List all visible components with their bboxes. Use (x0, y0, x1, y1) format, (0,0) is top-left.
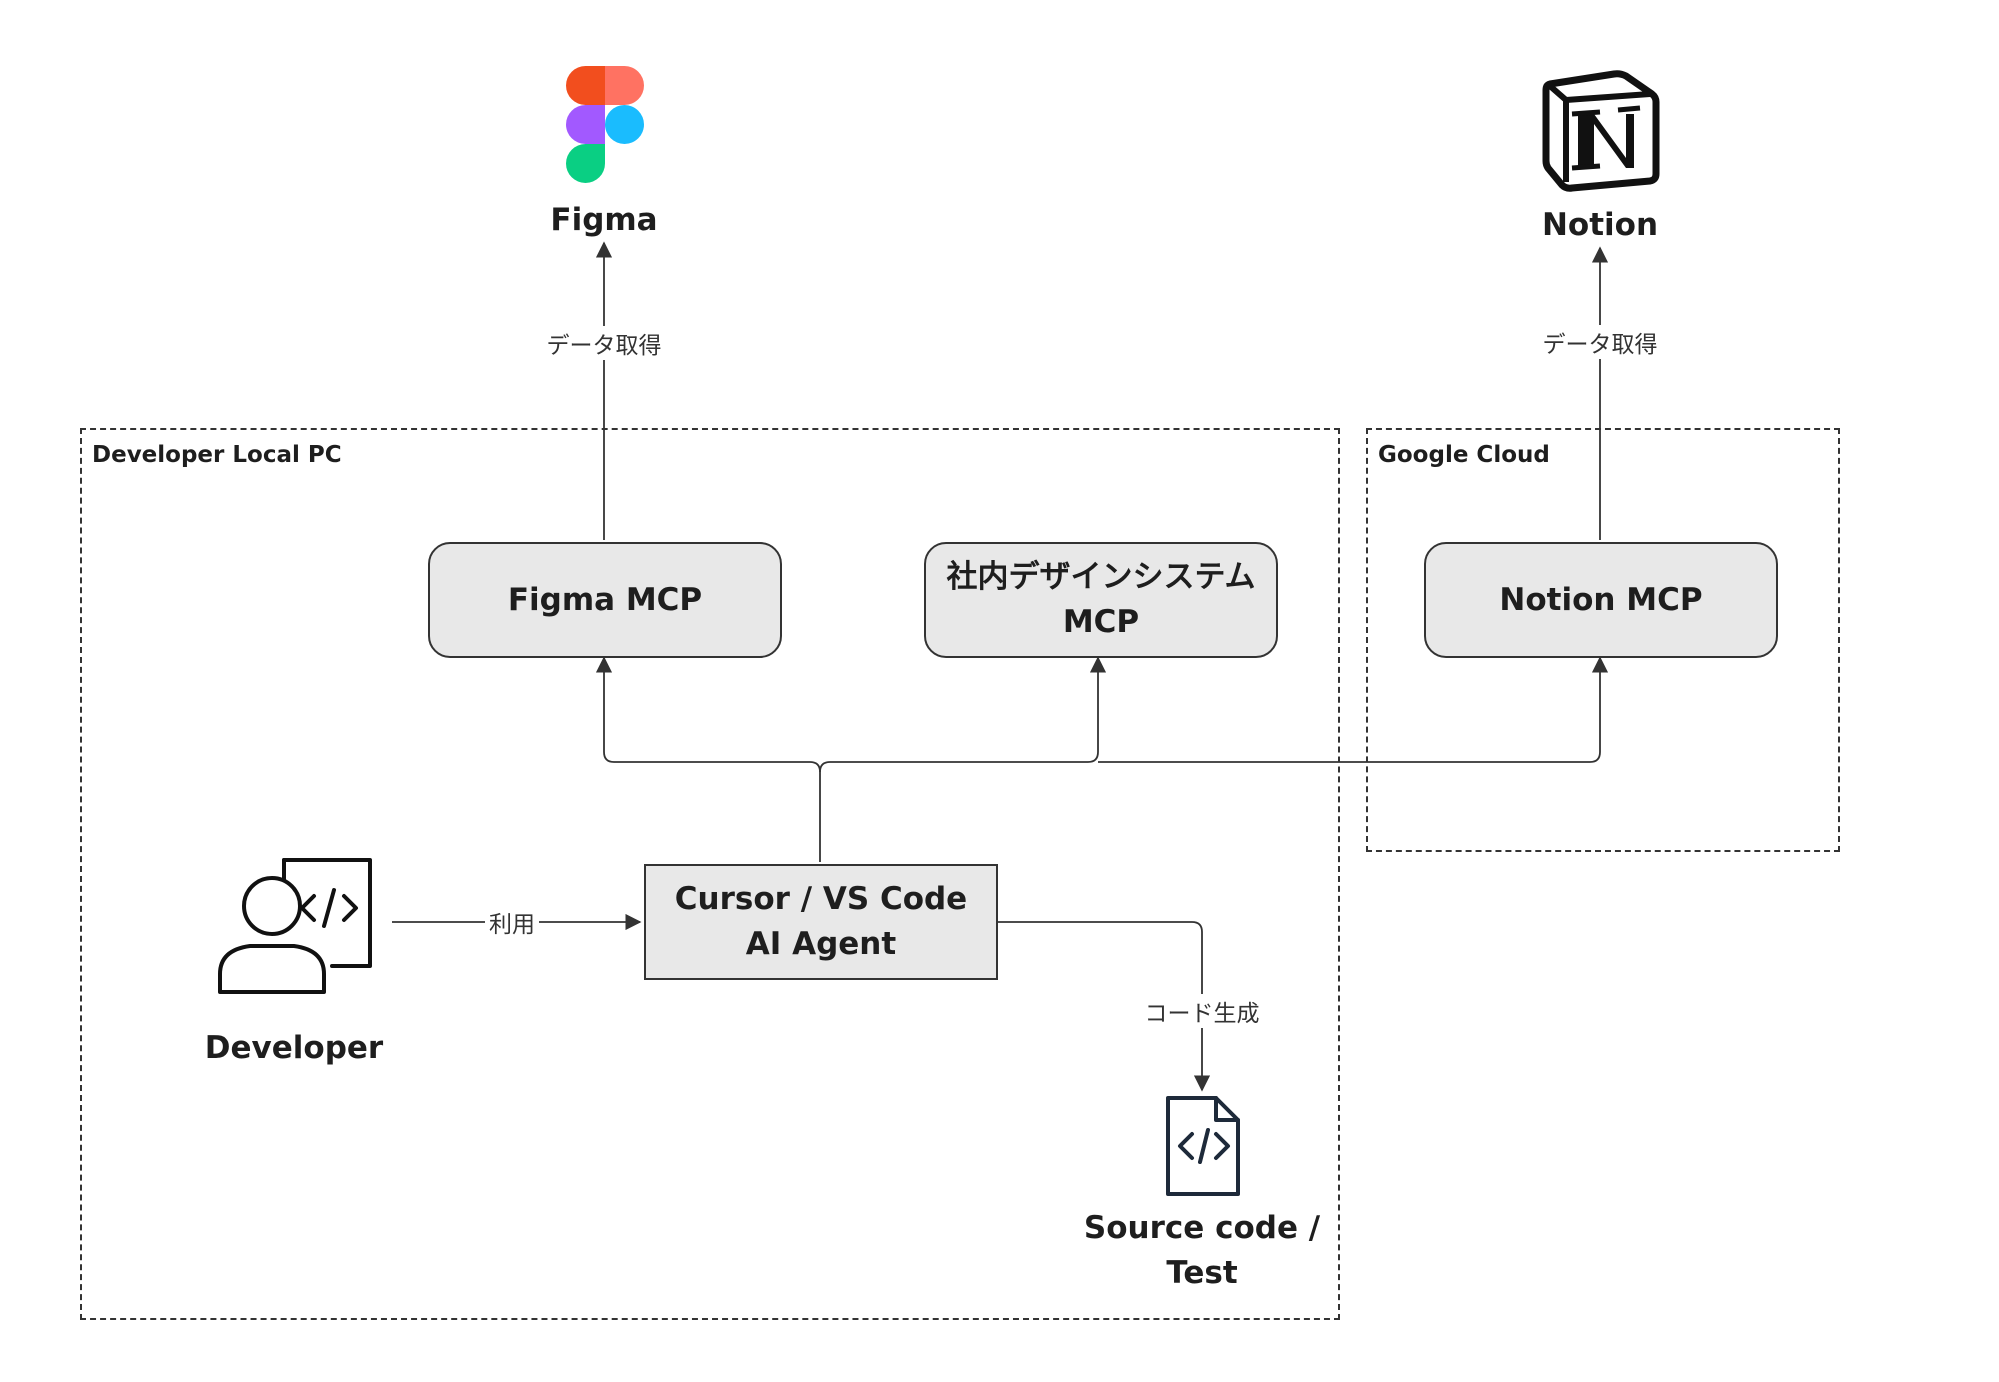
ai-agent-label-line1: Cursor / VS Code (674, 881, 968, 917)
region-google-cloud (1366, 428, 1840, 852)
notion-mcp-node: Notion MCP (1424, 542, 1778, 658)
source-code-label-line2: Test (1166, 1255, 1238, 1291)
notion-logo-icon (1542, 70, 1660, 192)
edge-agent-to-notion (1098, 656, 1609, 763)
notion-label: Notion (1541, 207, 1659, 243)
edge-codegen (996, 921, 1211, 1092)
ai-agent-label-line2: AI Agent (745, 926, 897, 962)
edge-label-figma-fetch: データ取得 (542, 326, 666, 360)
figma-mcp-label: Figma MCP (507, 581, 703, 618)
code-file-icon (1166, 1096, 1240, 1196)
figma-mcp-node: Figma MCP (428, 542, 782, 658)
developer-label: Developer (204, 1030, 384, 1066)
figma-logo-icon (566, 66, 644, 183)
edge-label-use: 利用 (485, 905, 539, 939)
region-label-local-pc: Developer Local PC (92, 442, 342, 468)
notion-mcp-label: Notion MCP (1499, 581, 1703, 618)
edge-agent-to-design (819, 656, 1107, 773)
source-code-label: Source code / Test (1084, 1206, 1320, 1296)
edge-label-codegen: コード生成 (1140, 994, 1264, 1028)
design-system-mcp-label-line2: MCP (1062, 604, 1140, 640)
region-developer-local-pc (80, 428, 1340, 1320)
developer-code-icon (218, 858, 372, 994)
region-label-google-cloud: Google Cloud (1378, 442, 1550, 468)
design-system-mcp-node: 社内デザインシステム MCP (924, 542, 1278, 658)
source-code-label-line1: Source code / (1083, 1210, 1321, 1246)
design-system-mcp-label-line1: 社内デザインシステム (946, 559, 1256, 595)
figma-label: Figma (550, 202, 658, 238)
ai-agent-node: Cursor / VS Code AI Agent (644, 864, 998, 980)
edge-agent-trunk (595, 656, 821, 862)
edge-label-notion-fetch: データ取得 (1538, 325, 1662, 359)
